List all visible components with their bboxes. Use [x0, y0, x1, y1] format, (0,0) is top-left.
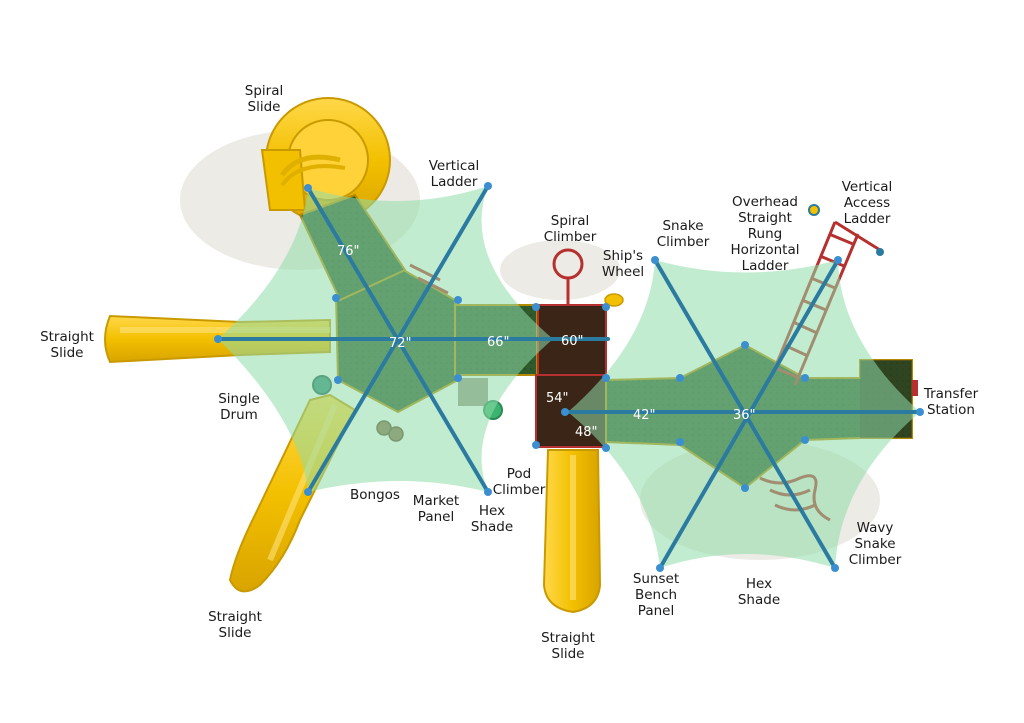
label-wavy-snake-climber: Wavy Snake Climber [848, 520, 902, 568]
label-spiral-climber: Spiral Climber [543, 213, 597, 245]
label-single-drum: Single Drum [218, 391, 260, 423]
label-vertical-access-ladder: Vertical Access Ladder [841, 179, 893, 227]
spiral-climber [552, 248, 584, 305]
vertical-access-ladder [808, 204, 884, 256]
shade-beams [216, 184, 922, 570]
label-hex-shade-right: Hex Shade [737, 576, 781, 608]
label-straight-slide-bottom-left: Straight Slide [208, 609, 262, 641]
label-ships-wheel: Ship's Wheel [601, 248, 645, 280]
label-transfer-station: Transfer Station [923, 386, 979, 418]
ships-wheel [604, 293, 624, 307]
dimension-60: 60" [561, 334, 584, 349]
spiral-slide [260, 97, 391, 223]
transfer-station [912, 380, 918, 396]
dimension-36: 36" [733, 408, 756, 423]
label-pod-climber: Pod Climber [492, 466, 546, 498]
dimension-76: 76" [337, 244, 360, 259]
straight-slide-bottom-center [542, 449, 602, 614]
label-hex-shade-left: Hex Shade [470, 503, 514, 535]
label-straight-slide-left: Straight Slide [40, 329, 94, 361]
dimension-labels: 76" 72" 66" 60" 54" 48" 42" 36" [337, 244, 756, 440]
label-snake-climber: Snake Climber [656, 218, 710, 250]
dimension-54: 54" [546, 391, 569, 406]
shade-post-caps [214, 182, 924, 572]
label-bongos: Bongos [350, 487, 400, 503]
label-sunset-bench-panel: Sunset Bench Panel [632, 571, 680, 619]
label-vertical-ladder: Vertical Ladder [428, 158, 480, 190]
dimension-66: 66" [487, 335, 510, 350]
label-market-panel: Market Panel [412, 493, 460, 525]
dimension-48: 48" [575, 425, 598, 440]
dimension-42: 42" [633, 408, 656, 423]
label-overhead-ladder: Overhead Straight Rung Horizontal Ladder [730, 194, 800, 274]
dimension-72: 72" [389, 336, 412, 351]
label-straight-slide-bottom-center: Straight Slide [541, 630, 595, 662]
label-spiral-slide: Spiral Slide [244, 83, 284, 115]
